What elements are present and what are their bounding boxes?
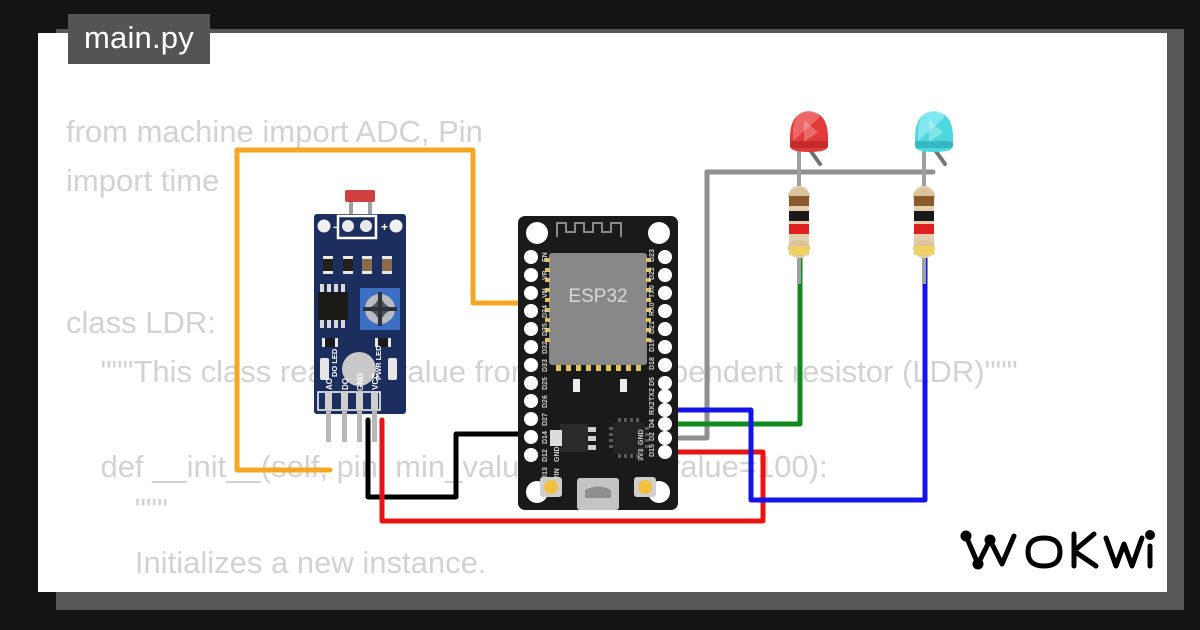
code-line: def __init__(self, pin, min_value=0, max…	[66, 449, 828, 484]
code-line: Initializes a new instance.	[66, 545, 487, 580]
file-tab-main-py[interactable]: main.py	[68, 14, 210, 64]
file-tab-label: main.py	[84, 20, 194, 55]
code-line: :param pin: The pin the LDR is connected…	[66, 587, 750, 592]
code-line: import time	[66, 163, 220, 198]
editor-sheet: from machine import ADC, Pin import time c…	[38, 33, 1167, 592]
code-line: """	[66, 492, 168, 527]
code-line: from machine import ADC, Pin	[66, 114, 483, 149]
wokwi-logo	[960, 530, 1155, 570]
code-line: """This class reads a value from a light…	[66, 354, 1018, 389]
code-text-layer: from machine import ADC, Pin import time c…	[38, 33, 1167, 592]
code-line: class LDR:	[66, 305, 216, 340]
